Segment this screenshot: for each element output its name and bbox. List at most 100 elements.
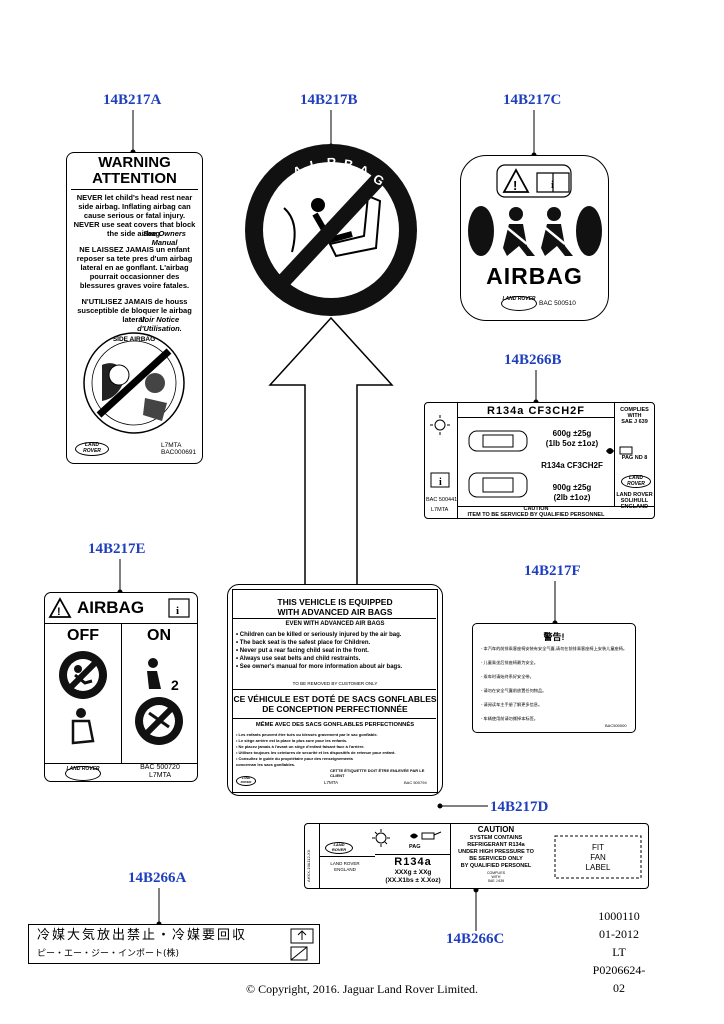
- l7mta-code: L7MTA: [431, 507, 449, 513]
- french-remove-notice: CETTE ÉTIQUETTE DOIT ÊTRE ENLEVÉE PAR LE…: [330, 768, 425, 778]
- callout-14b217c: 14B217C: [503, 92, 562, 108]
- japanese-line-1: 冷媒大気放出禁止・冷媒要回収: [37, 928, 248, 943]
- warning-english-2: NEVER use seat covers that block the sid…: [73, 220, 196, 238]
- passenger-count: 2: [171, 677, 179, 693]
- warning-english-1: NEVER let child's head rest near side ai…: [76, 193, 193, 220]
- french-heading: MÊME AVEC DES SACS GONFLABLES PERFECTION…: [255, 722, 415, 728]
- warning-title: WARNING: [98, 154, 171, 171]
- callout-14b266a: 14B266A: [128, 870, 187, 886]
- english-bullet-1: • Children can be killed or seriously in…: [236, 632, 402, 638]
- ac-label-icons: [372, 829, 642, 879]
- complies-2: WITH: [491, 875, 501, 879]
- chinese-line-6: - 车辆使用前请勿撕掉本标签。: [481, 716, 538, 721]
- land-rover-logo: LAND ROVER: [236, 776, 256, 786]
- car-top-icon-2: [468, 472, 528, 498]
- service-notice: ITEM TO BE SERVICED BY QUALIFIED PERSONN…: [467, 512, 605, 518]
- callout-14b217b: 14B217B: [300, 92, 358, 108]
- remove-notice: TO BE REMOVED BY CUSTOMER ONLY: [292, 681, 378, 686]
- equipped-title-1: THIS VEHICLE IS EQUIPPED: [277, 597, 393, 607]
- label-d-l7mta: L7MTA: [324, 780, 339, 785]
- callout-14b217e: 14B217E: [88, 541, 146, 557]
- chinese-line-4: - 请勿在安全气囊前放置任何物品。: [481, 688, 547, 693]
- complies-3: SAE J 639: [487, 879, 505, 883]
- ref-part: P0206624-02: [592, 963, 646, 995]
- label-text: LABEL: [585, 863, 611, 872]
- french-bullet-1: • Les enfants peuvent être tués ou bless…: [236, 732, 378, 737]
- airbag-right-icon: [576, 206, 602, 256]
- charge-amount-imperial: (XX.X1bs ± X.Xoz): [385, 877, 441, 884]
- english-bullet-3: • Never put a rear facing child seat in …: [236, 648, 369, 654]
- label-f-code: BAC500000: [605, 723, 627, 728]
- label-14b217d: THIS VEHICLE IS EQUIPPED WITH ADVANCED A…: [227, 584, 443, 796]
- french-bullet-2: • Le siège arrière est la place la plus …: [236, 738, 348, 743]
- label-d-bac: BAC 500794: [404, 780, 427, 785]
- refrigerant-r134a: R134a: [394, 856, 432, 868]
- ref-number: 1000110: [598, 909, 640, 923]
- manual-book-icon: [430, 472, 450, 488]
- oil-can-icon: [410, 833, 418, 839]
- svg-text:i: i: [551, 179, 554, 191]
- french-title-1: CE VÉHICULE EST DOTÉ DE SACS GONFLABLES: [233, 694, 437, 704]
- label-a-code-1: L7MTA: [161, 442, 182, 449]
- amount-2-imperial: (2lb ±1oz): [553, 493, 591, 502]
- english-bullet-4: • Always use seat belts and child restra…: [236, 656, 361, 662]
- sun-icon: [434, 419, 446, 431]
- caution-line-5: BY QUALIFIED PERSONEL: [460, 863, 532, 869]
- chinese-warning-title: 警告!: [543, 632, 565, 642]
- fit-text: FIT: [592, 843, 604, 852]
- seated-person-left: [509, 207, 523, 221]
- callout-14b266c: 14B266C: [446, 931, 505, 947]
- attention-title: ATTENTION: [92, 170, 177, 187]
- amount-1-imperial: (1lb 5oz ±1oz): [545, 439, 599, 448]
- even-with-heading: EVEN WITH ADVANCED AIR BAGS: [285, 621, 385, 627]
- label-e-code-1: BAC 500720: [140, 764, 180, 771]
- manual-book-icon: [168, 598, 190, 618]
- chinese-line-1: - 本汽车的前排乘客座椅安装有安全气囊,请勿在前排乘客座椅上安装儿童座椅。: [481, 646, 628, 651]
- complies-1: COMPLIES: [620, 407, 649, 413]
- lr-location-1: LAND ROVER: [330, 861, 360, 866]
- svg-text:i: i: [176, 605, 179, 617]
- label-14b217c: ! i AIRBAG LAND ROVER BAC 500510: [460, 155, 609, 321]
- callout-14b217a: 14B217A: [103, 92, 162, 108]
- copyright: © Copyright, 2016. Jaguar Land Rover Lim…: [245, 982, 479, 996]
- warning-french-3: Voir Notice d'Utilisation.: [137, 315, 182, 333]
- leader-dot-14b217b: [328, 143, 334, 149]
- complies-1: COMPLIES: [486, 871, 506, 875]
- fan-text: FAN: [590, 853, 606, 862]
- caution-heading: CAUTION: [523, 506, 549, 512]
- seated-person-right: [547, 207, 561, 221]
- label-14b266c: AHXX-19A112-XX LAND ROVER LAND ROVER ENG…: [304, 823, 649, 889]
- side-airbag-icon: [83, 332, 185, 434]
- equipped-title-2: WITH ADVANCED AIR BAGS: [277, 607, 393, 617]
- passenger-on-icon: [148, 658, 158, 668]
- refrigerant-type-2: R134a CF3CH2F: [541, 461, 603, 470]
- caution-line-2: REFRIGERANT R134a: [467, 842, 525, 848]
- manual-book-icon: [536, 172, 570, 193]
- reference-block: 1000110 01-2012 LT P0206624-02: [589, 907, 649, 997]
- airbag-title: AIRBAG: [77, 598, 145, 617]
- caution-line-4: BE SERVICED ONLY: [469, 856, 523, 862]
- land-rover-logo: LAND ROVER: [621, 475, 651, 488]
- japanese-line-2: ピー・エー・ジー・インポート(株): [37, 949, 180, 959]
- airbag-onoff-icons: ! i: [48, 597, 190, 745]
- child-seat-off-icon: [76, 708, 86, 718]
- english-bullet-2: • The back seat is the safest place for …: [236, 640, 371, 646]
- amount-2: 900g ±25g: [552, 483, 592, 492]
- amount-1: 600g ±25g: [552, 429, 592, 438]
- label-e-code-2: L7MTA: [148, 772, 172, 779]
- label-14b217a: WARNING ATTENTION NEVER let child's head…: [66, 152, 203, 464]
- recycle-arrow-icon: [290, 928, 314, 944]
- chinese-line-3: - 乘车时请始终系好安全带。: [481, 674, 534, 679]
- french-bullet-3: • Ne placez jamais à l'avant un siège d'…: [236, 744, 365, 749]
- ref-date: 01-2012: [599, 927, 639, 941]
- airbag-icons-group: ! i: [468, 164, 602, 256]
- warning-triangle-icon: [502, 168, 530, 193]
- side-airbag-text: SIDE AIRBAG: [112, 336, 156, 343]
- location-2: SOLIHULL: [620, 498, 649, 504]
- label-a-code-2: BAC000691: [161, 449, 197, 456]
- japanese-label-icons: [290, 928, 314, 961]
- chinese-line-2: - 儿童乘坐后排座椅最为安全。: [481, 660, 538, 665]
- land-rover-logo: LAND ROVER: [75, 442, 109, 456]
- location-3: ENGLAND: [620, 504, 649, 510]
- ref-code: LT: [612, 945, 626, 959]
